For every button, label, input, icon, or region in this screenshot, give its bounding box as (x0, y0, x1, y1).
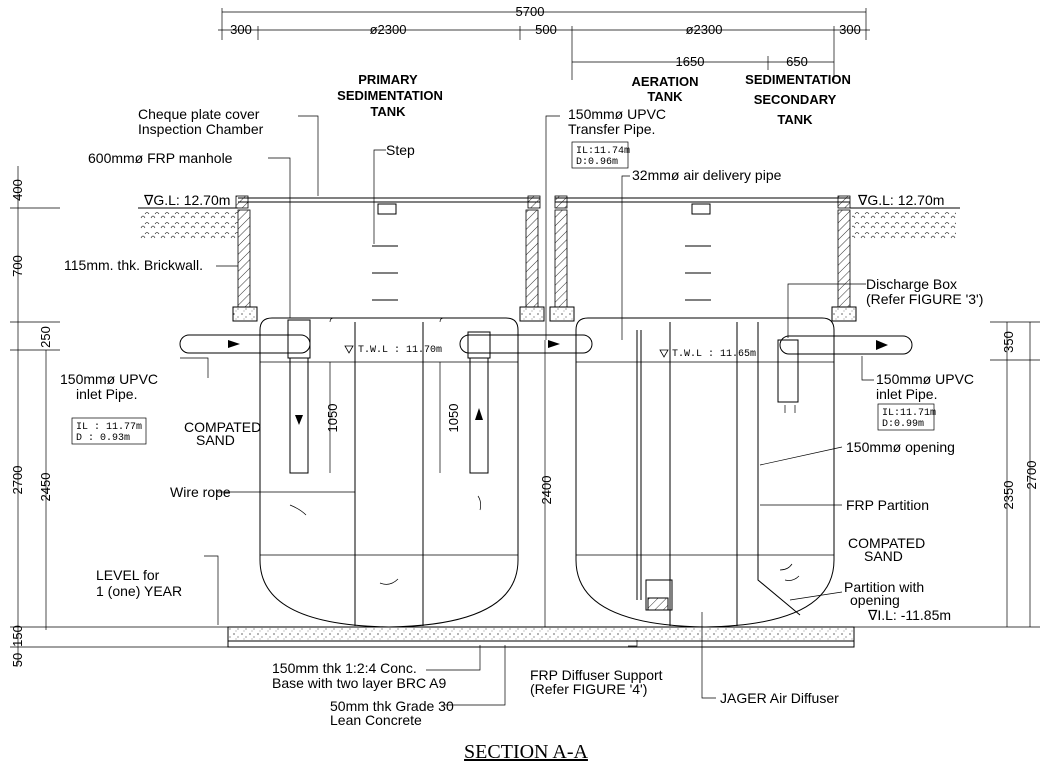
primary-tank-title-1: PRIMARY (358, 72, 418, 87)
lean-label-1: 50mm thk Grade 30 (330, 698, 454, 714)
base-label-1: 150mm thk 1:2:4 Conc. (272, 660, 417, 676)
secondary-tank-title-3: TANK (777, 112, 813, 127)
leader-lines (180, 115, 874, 706)
opening-label: 150mmø opening (846, 439, 955, 455)
inspection-chamber-label: Inspection Chamber (138, 121, 264, 137)
dim-top-1: 300 (230, 22, 252, 37)
gl-right-label: ∇G.L: 12.70m (857, 192, 944, 208)
diffuser-support-label-2: (Refer FIGURE '4') (530, 681, 647, 697)
dim-left-6: 150 (10, 625, 25, 647)
dim-secondary-1: 1650 (676, 54, 705, 69)
dim-top-3: 500 (535, 22, 557, 37)
lean-label-2: Lean Concrete (330, 712, 422, 728)
section-title: SECTION A-A (464, 741, 588, 763)
primary-tank-title-3: TANK (370, 104, 406, 119)
svg-text:IL:11.71m: IL:11.71m (882, 408, 936, 419)
concrete-base (227, 626, 855, 642)
compacted-sand-right-2: SAND (864, 548, 903, 564)
outlet-label-2: inlet Pipe. (876, 386, 937, 402)
dim-left-1: 400 (10, 179, 25, 201)
transfer-pipe-label-1: 150mmø UPVC (568, 106, 666, 122)
frp-partition-label: FRP Partition (846, 497, 929, 513)
partition-label-1: Partition with (844, 579, 924, 595)
dim-inner-3: 2400 (539, 476, 554, 505)
dim-inner-1: 1050 (325, 404, 340, 433)
compacted-sand-left-1: COMPATED (184, 419, 261, 435)
il-bottom-label: ∇I.L: -11.85m (867, 607, 951, 623)
jager-label: JAGER Air Diffuser (720, 690, 839, 706)
cheque-plate-label: Cheque plate cover (138, 106, 260, 122)
dim-overall: 5700 (516, 4, 545, 19)
left-dimension-lines (10, 166, 60, 665)
inlet-label-2: inlet Pipe. (76, 386, 137, 402)
partition-label-2: opening (850, 592, 900, 608)
wire-rope-label: Wire rope (170, 484, 231, 500)
gl-left-label: ∇G.L: 12.70m (143, 192, 230, 208)
air-pipe-label: 32mmø air delivery pipe (632, 167, 782, 183)
svg-text:D:0.96m: D:0.96m (576, 157, 618, 168)
top-dimension-lines (218, 8, 870, 80)
inlet-label-1: 150mmø UPVC (60, 371, 158, 387)
dim-left-3: 250 (38, 326, 53, 348)
level-label-1: LEVEL for (96, 567, 160, 583)
outlet-label-1: 150mmø UPVC (876, 371, 974, 387)
svg-text:IL:11.74m: IL:11.74m (576, 146, 630, 157)
dim-right-3: 2700 (1024, 461, 1039, 490)
svg-text:D:0.99m: D:0.99m (882, 419, 924, 430)
svg-text:D : 0.93m: D : 0.93m (76, 433, 130, 444)
base-label-2: Base with two layer BRC A9 (272, 675, 447, 691)
secondary-tank-body (575, 317, 835, 628)
manhole-label: 600mmø FRP manhole (88, 150, 233, 166)
outlet-info-box: IL:11.71m D:0.99m (877, 403, 936, 431)
dim-left-4: 2700 (10, 466, 25, 495)
steps (372, 203, 711, 301)
primary-tank-title-2: SEDIMENTATION (337, 88, 443, 103)
dim-top-2: ø2300 (370, 22, 407, 37)
primary-tank (259, 317, 519, 628)
dim-right-1: 350 (1001, 331, 1016, 353)
dim-top-4: ø2300 (686, 22, 723, 37)
flow-arrows (228, 340, 888, 585)
svg-text:IL : 11.77m: IL : 11.77m (76, 422, 142, 433)
right-dimension-lines (990, 321, 1040, 627)
brick-walls (232, 209, 857, 322)
step-label: Step (386, 142, 415, 158)
dim-top-5: 300 (839, 22, 861, 37)
diffuser-support-label-1: FRP Diffuser Support (530, 667, 663, 683)
compacted-sand-right-1: COMPATED (848, 535, 925, 551)
twl-1-label: T.W.L : 11.70m (358, 345, 442, 356)
discharge-label-1: Discharge Box (866, 276, 957, 292)
transfer-pipe-label-2: Transfer Pipe. (568, 121, 655, 137)
secondary-tank-title-1: SEDIMENTATION (745, 72, 851, 87)
level-label-2: 1 (one) YEAR (96, 583, 182, 599)
compacted-sand-left-2: SAND (196, 432, 235, 448)
dim-left-5: 2450 (38, 473, 53, 502)
brickwall-label: 115mm. thk. Brickwall. (64, 257, 203, 273)
dim-inner-2: 1050 (446, 404, 461, 433)
discharge-label-2: (Refer FIGURE '3') (866, 291, 983, 307)
lean-concrete (227, 640, 855, 648)
dim-left-2: 700 (10, 255, 25, 277)
ground-level (138, 195, 960, 240)
aeration-tank-title-2: TANK (647, 89, 683, 104)
inlet-info-box: IL : 11.77m D : 0.93m (71, 417, 147, 445)
aeration-tank-title-1: AERATION (632, 74, 699, 89)
twl-2-label: T.W.L : 11.65m (672, 349, 756, 360)
dim-right-2: 2350 (1001, 481, 1016, 510)
transfer-info-box: IL:11.74m D:0.96m (571, 141, 630, 169)
secondary-tank-title-2: SECONDARY (754, 92, 837, 107)
dim-secondary-2: 650 (786, 54, 808, 69)
dim-left-7: 50 (10, 653, 25, 667)
pipes (179, 319, 913, 611)
